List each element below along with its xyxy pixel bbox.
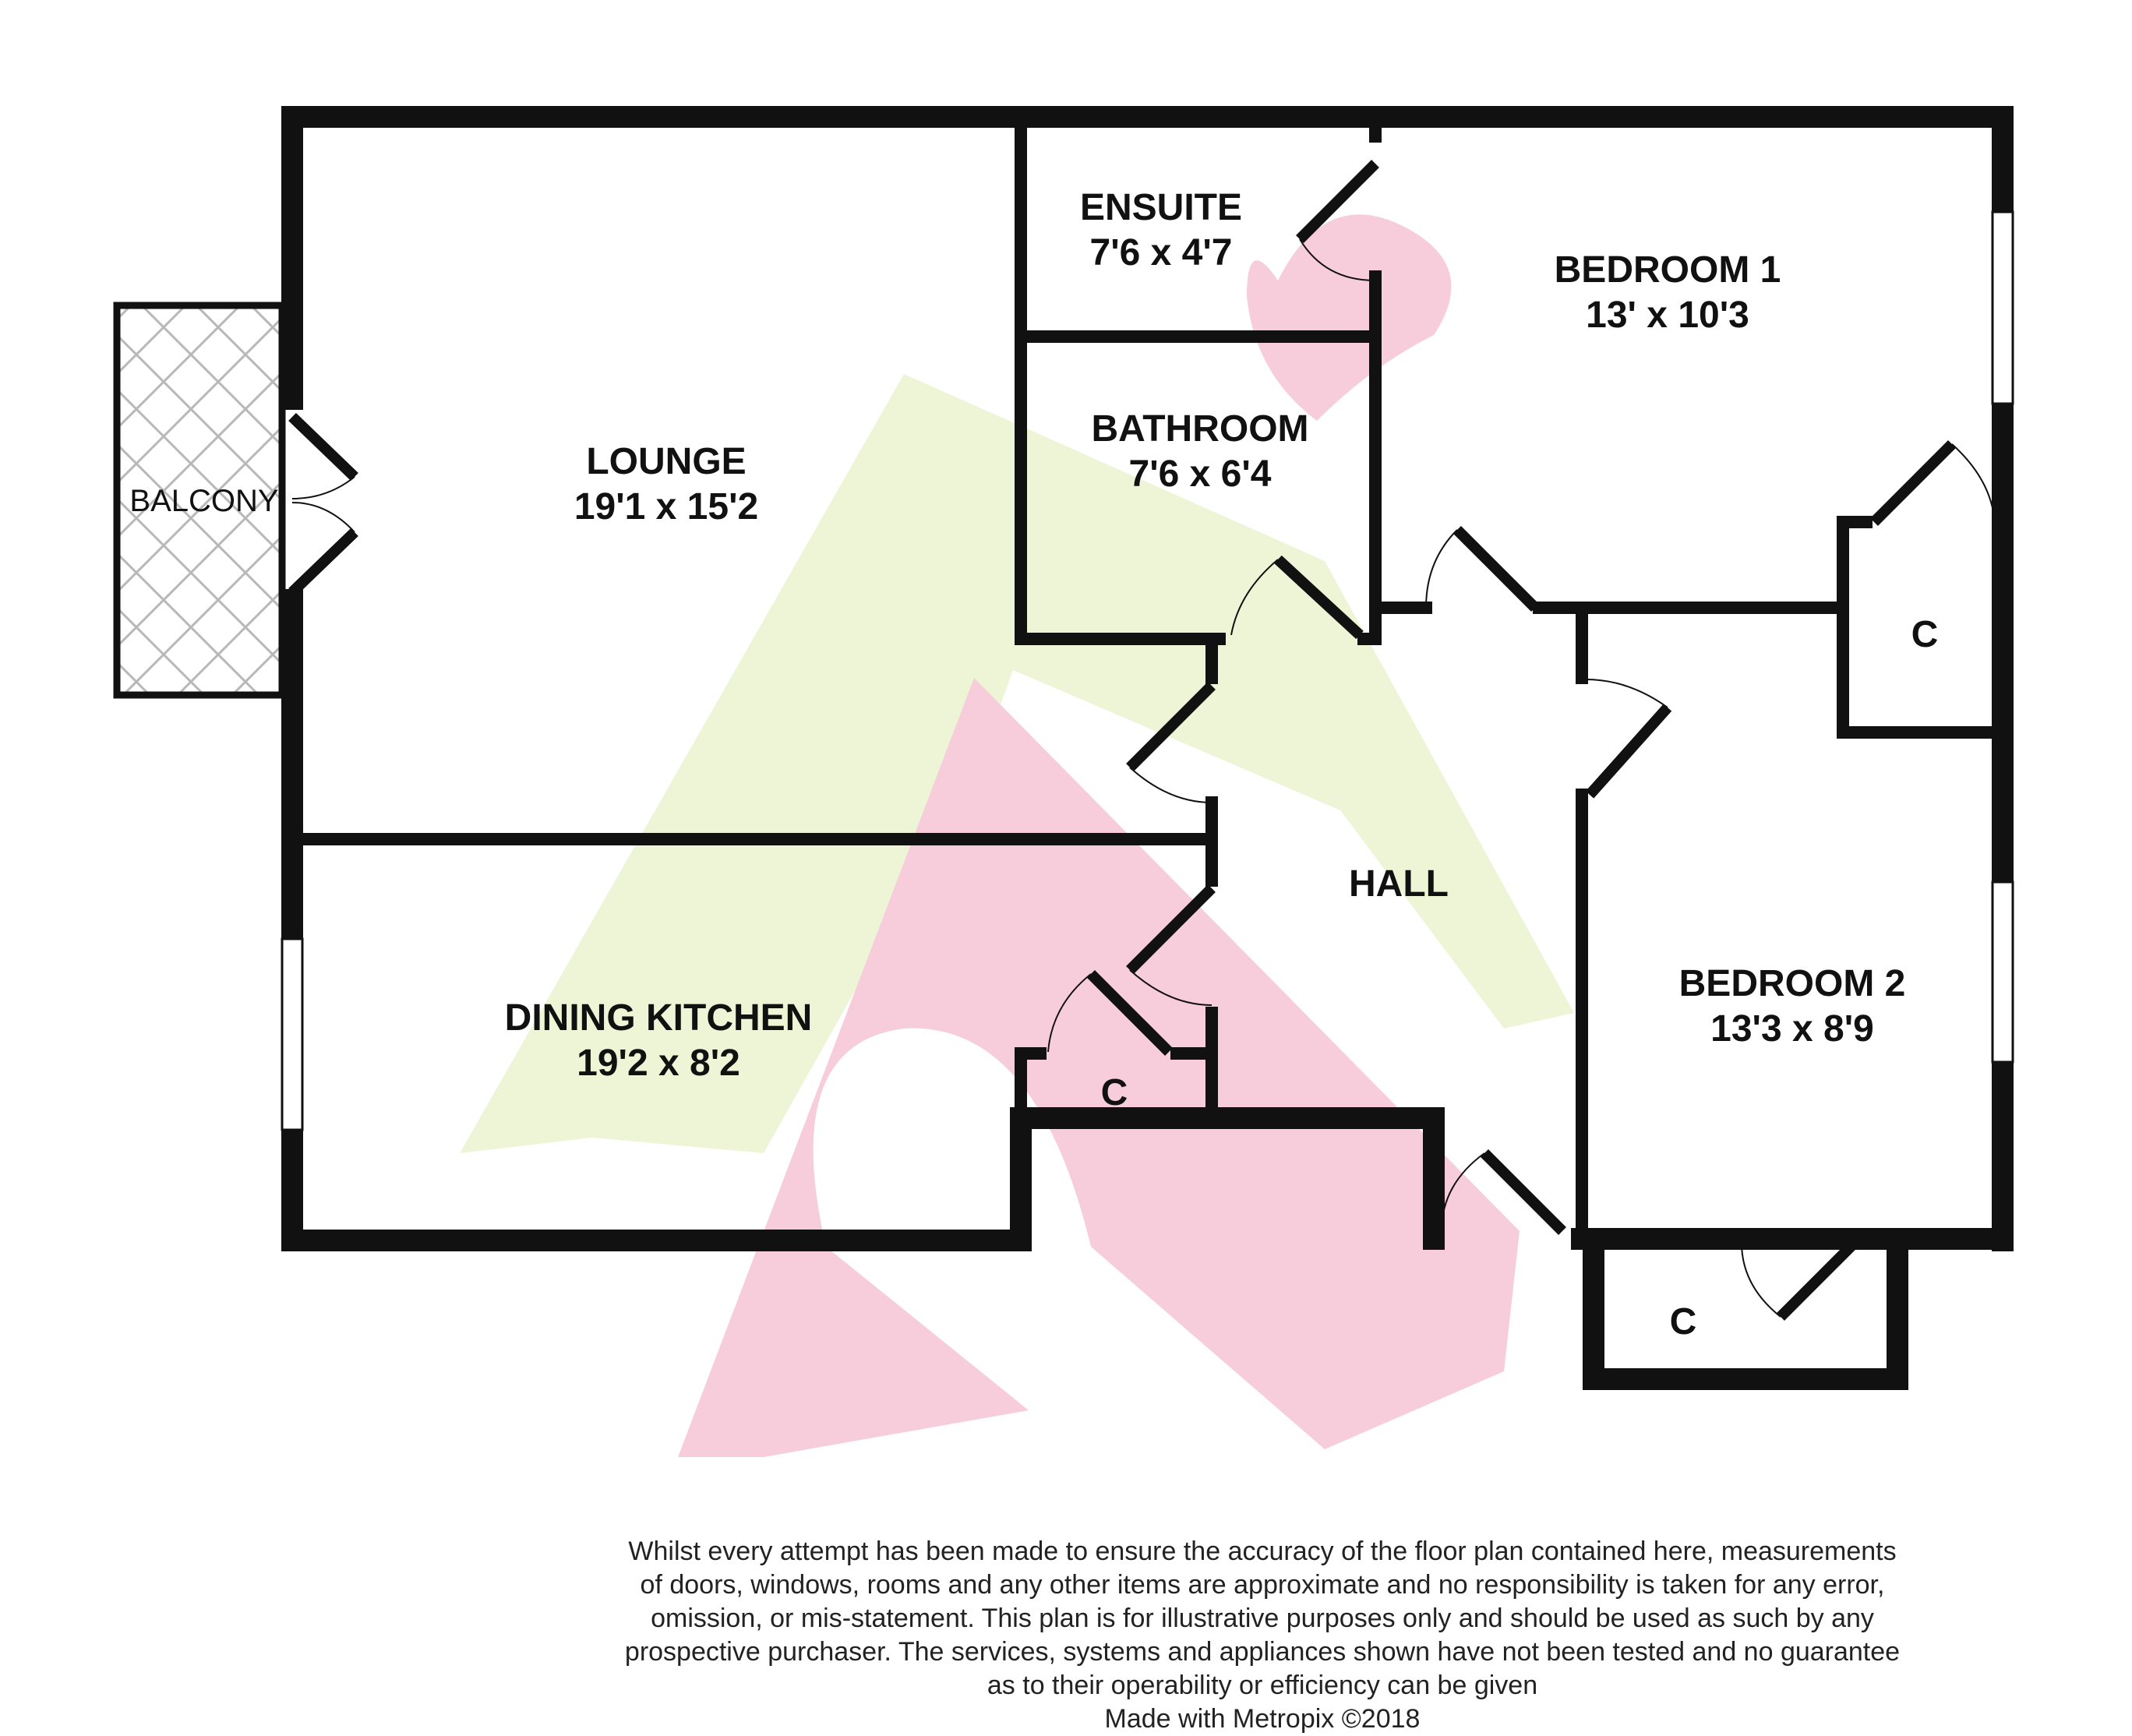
door-kitchen-cupboard: [1047, 970, 1173, 1056]
door-lounge: [1126, 682, 1216, 803]
disclaimer-line: of doors, windows, rooms and any other i…: [640, 1570, 1885, 1600]
disclaimer: Whilst every attempt has been made to en…: [530, 1535, 1995, 1736]
cupboard-bedroom1-label: C: [1911, 614, 1939, 655]
door-bedroom1-cupboard: [1870, 440, 1996, 526]
door-ensuite: [1296, 160, 1379, 281]
door-bathroom: [1230, 555, 1364, 640]
windows: [281, 210, 2014, 1131]
door-bedroom1: [1425, 526, 1539, 612]
walls: [281, 106, 2014, 1390]
ensuite-name: ENSUITE: [1080, 187, 1242, 228]
dining-kitchen-dims: 19'2 x 8'2: [577, 1043, 740, 1084]
bedroom1-name: BEDROOM 1: [1555, 249, 1781, 291]
balcony: BALCONY: [113, 302, 286, 699]
door-entrance: [1441, 1149, 1566, 1235]
watermark-pink-heart: [1247, 214, 1452, 421]
inner-walls: [286, 111, 2009, 1245]
cupboard-kitchen-label: C: [1101, 1072, 1128, 1113]
window-kitchen: [281, 937, 304, 1131]
hall-name: HALL: [1349, 863, 1449, 905]
doors: [288, 160, 1996, 1321]
lounge-dims: 19'1 x 15'2: [574, 486, 758, 528]
credit-line: Made with Metropix ©2018: [1104, 1704, 1421, 1734]
watermark-pink-house: [678, 678, 1520, 1457]
dining-kitchen-name: DINING KITCHEN: [505, 997, 813, 1039]
bathroom-dims: 7'6 x 6'4: [1129, 453, 1272, 495]
door-bedroom2-cupboard: [1741, 1235, 1862, 1321]
cupboard-bedroom2-label: C: [1670, 1301, 1697, 1343]
disclaimer-line: as to their operability or efficiency ca…: [987, 1671, 1538, 1700]
door-bedroom2: [1585, 679, 1672, 799]
door-kitchen: [1126, 884, 1216, 1006]
disclaimer-line: omission, or mis-statement. This plan is…: [651, 1604, 1874, 1633]
lounge-name: LOUNGE: [586, 441, 746, 482]
bedroom2-dims: 13'3 x 8'9: [1710, 1008, 1874, 1050]
window-bedroom1: [1991, 210, 2014, 405]
disclaimer-line: prospective purchaser. The services, sys…: [624, 1637, 1901, 1667]
room-labels: LOUNGE 19'1 x 15'2 ENSUITE 7'6 x 4'7 BAT…: [505, 187, 1939, 1343]
disclaimer-line: Whilst every attempt has been made to en…: [628, 1537, 1897, 1566]
balcony-label: BALCONY: [129, 484, 278, 518]
bedroom1-dims: 13' x 10'3: [1586, 295, 1749, 336]
ensuite-dims: 7'6 x 4'7: [1090, 232, 1233, 273]
bedroom2-name: BEDROOM 2: [1679, 963, 1906, 1004]
bathroom-name: BATHROOM: [1091, 408, 1308, 450]
window-bedroom2: [1991, 880, 2014, 1064]
door-balcony: [288, 412, 358, 597]
